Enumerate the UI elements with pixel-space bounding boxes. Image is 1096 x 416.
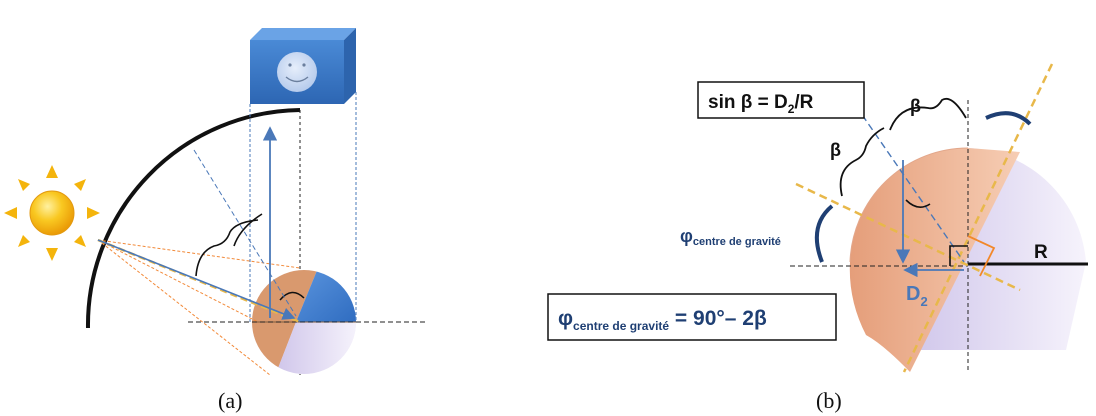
caption-a: (a) (218, 388, 242, 413)
yellow-line-shallow (795, 182, 1021, 292)
right-angle-marker-orange (967, 235, 996, 277)
radius-label: R (1034, 242, 1048, 263)
beta-label-left: β (830, 140, 841, 160)
svg-text:φcentre de gravité = 90°– 2β: φcentre de gravité = 90°– 2β (558, 307, 767, 333)
angle-brace-outer (195, 219, 259, 277)
d2-label-sub: 2 (920, 294, 927, 309)
yellow-line-steep (902, 63, 1054, 373)
blue-dashed-line (855, 105, 965, 263)
small-hemisphere (252, 270, 356, 374)
beta-brace-left (839, 127, 885, 197)
caption-b: (b) (816, 388, 842, 413)
right-angle-marker (949, 245, 968, 266)
formula-top-tail: /R (794, 92, 813, 113)
formula-box-bottom: φcentre de gravité = 90°– 2β (547, 293, 837, 341)
formula-bottom-main: φ (558, 307, 573, 330)
formula-bottom-tail: = 90°– 2β (669, 307, 767, 330)
smiley-icon (277, 52, 317, 92)
d2-label-main: D (906, 283, 920, 305)
panel-b: sin β = D2/R β β φcentre de gravité R D2… (547, 63, 1088, 413)
phi-arc-right (985, 111, 1032, 126)
orange-region (849, 148, 1020, 372)
panel-a: (a) (4, 28, 428, 413)
lavender-region (905, 148, 1086, 350)
formula-bottom-sub: centre de gravité (573, 319, 669, 333)
phi-label-sub: centre de gravité (693, 236, 781, 248)
sun-icon (4, 165, 100, 261)
beta-brace-small (905, 199, 931, 208)
beta-brace-top (889, 97, 967, 131)
dome-arc (85, 108, 301, 329)
phi-label-main: φ (680, 226, 693, 246)
svg-text:sin β = D2/R: sin β = D2/R (708, 92, 814, 116)
formula-top-sub: 2 (788, 102, 795, 116)
formula-box-top: sin β = D2/R (697, 81, 865, 119)
phi-label: φcentre de gravité (680, 226, 781, 248)
cube-icon (250, 28, 356, 104)
d2-label: D2 (906, 283, 928, 309)
rays (97, 126, 301, 376)
angle-brace-inner (233, 213, 263, 247)
cube-projection-guides (249, 92, 357, 375)
formula-top-main: sin β = D (708, 92, 788, 113)
phi-arc-left (814, 204, 834, 263)
beta-label-top: β (910, 96, 921, 116)
